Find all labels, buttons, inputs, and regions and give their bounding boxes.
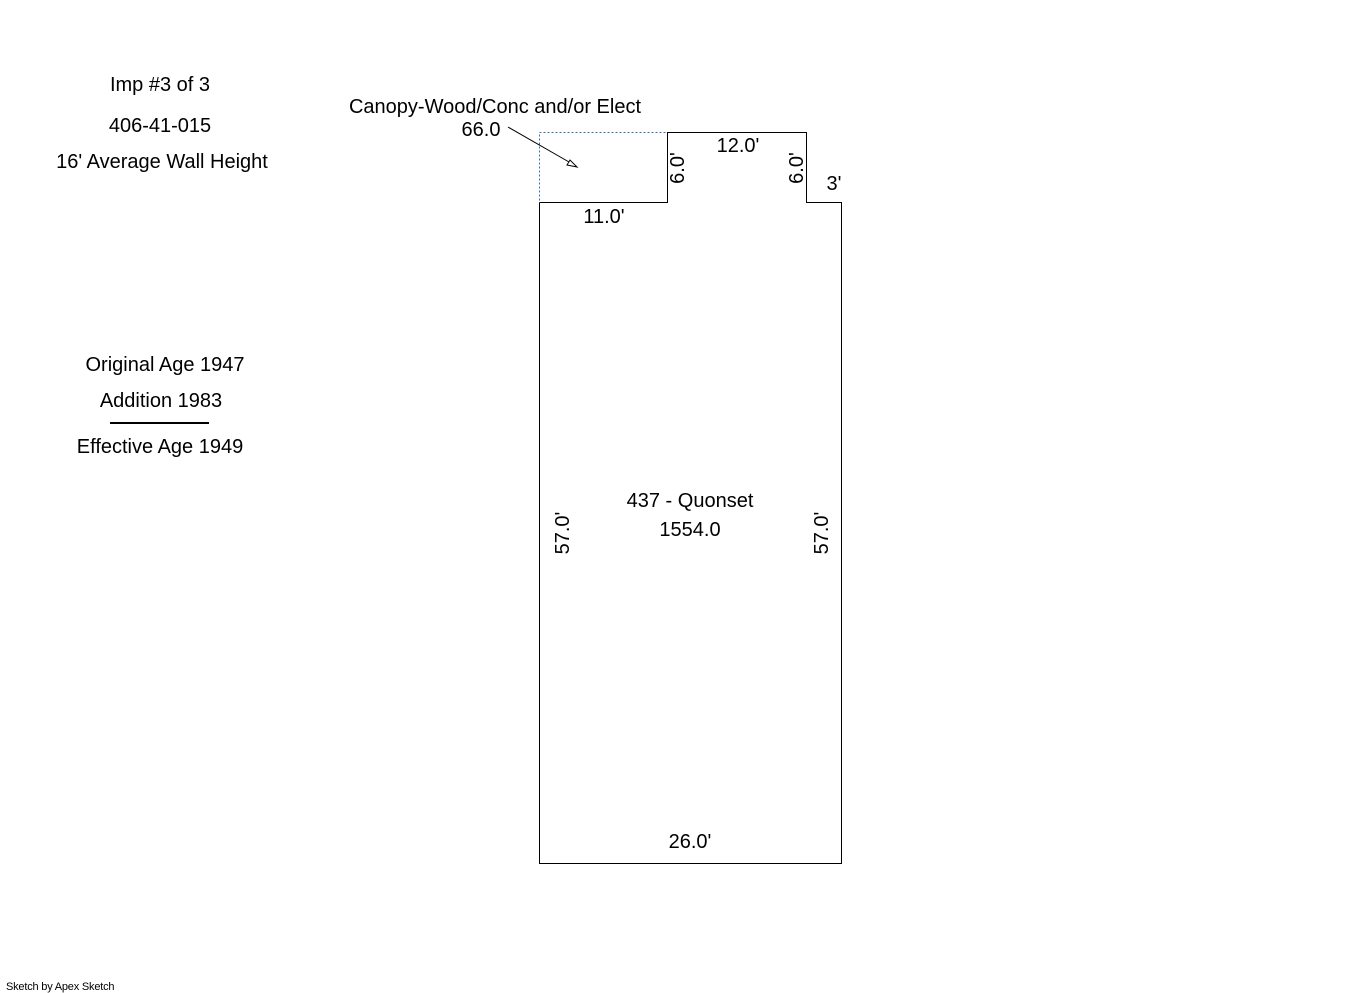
wall-height-label: 16' Average Wall Height (56, 151, 268, 173)
effective-age-label: Effective Age 1949 (76, 436, 244, 458)
left-dimension: 57.0' (552, 511, 574, 555)
addition-label: Addition 1983 (99, 390, 223, 412)
original-age-label: Original Age 1947 (85, 354, 245, 376)
building-area-value: 1554.0 (659, 519, 721, 541)
canopy-width-dimension: 11.0' (583, 206, 625, 228)
notch-dimension: 6.0' (786, 152, 808, 184)
imp-label: Imp #3 of 3 (109, 74, 211, 96)
canopy-height-dimension: 6.0' (667, 152, 689, 184)
canopy-arrowhead (566, 159, 579, 168)
canopy-area-value: 66.0 (461, 119, 501, 141)
building-outline (539, 132, 842, 864)
bottom-dimension: 26.0' (668, 831, 712, 853)
step-dimension: 3' (826, 173, 842, 195)
right-dimension: 57.0' (811, 511, 833, 555)
age-divider (110, 422, 209, 424)
canopy-leader-line (507, 126, 577, 167)
canopy-area (539, 132, 668, 203)
top-dimension: 12.0' (716, 135, 760, 157)
sketch-credit: Sketch by Apex Sketch (6, 981, 115, 993)
building-label: 437 - Quonset (626, 490, 754, 512)
canopy-label: Canopy-Wood/Conc and/or Elect (348, 96, 642, 118)
parcel-number: 406-41-015 (108, 115, 212, 137)
